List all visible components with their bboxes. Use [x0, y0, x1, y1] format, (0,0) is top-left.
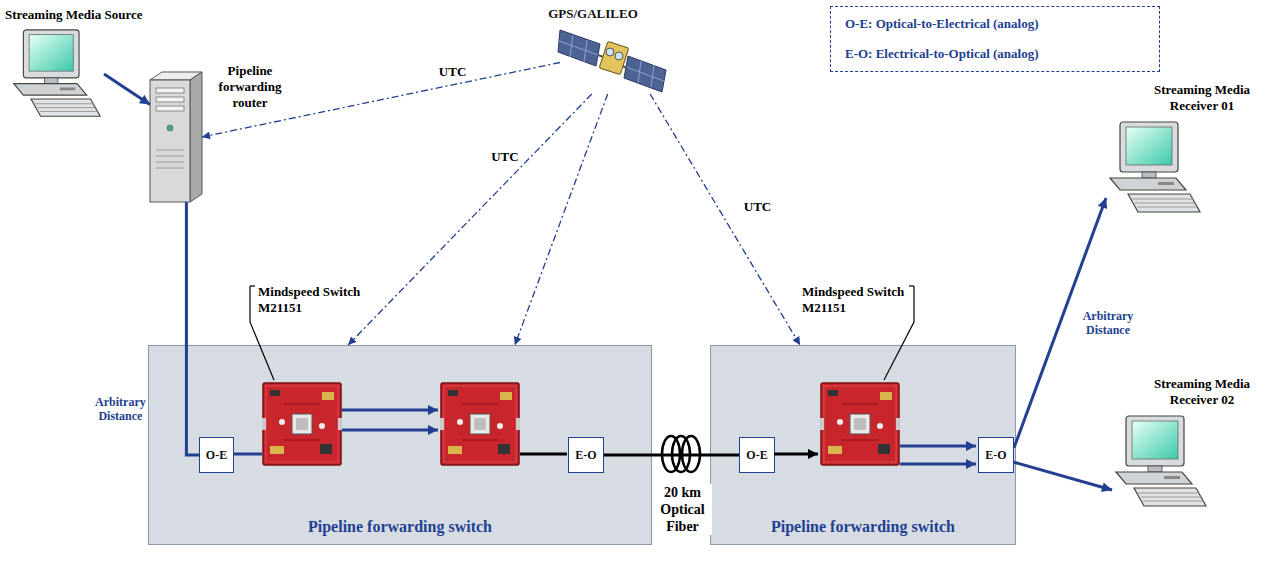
- signal-connector: [186, 202, 199, 455]
- legend-text: O-E: Optical-to-Electrical (analog): [845, 16, 1039, 32]
- switch-board: [820, 383, 900, 465]
- computer-icon: [14, 30, 100, 116]
- node-label: E-O: [575, 448, 596, 462]
- satellite-icon: GPS/GALILEO: [560, 24, 666, 94]
- legend-text: E-O: Electrical-to-Optical (analog): [845, 46, 1039, 62]
- signal-connector: [104, 74, 150, 105]
- time-sync-line: [515, 94, 608, 345]
- computer-icon: Streaming Media Source: [8, 26, 104, 122]
- node-label: GPS/GALILEO: [523, 6, 663, 22]
- converter-box: O-E: [199, 437, 234, 473]
- node-label: O-E: [206, 448, 227, 462]
- callout-label: Mindspeed Switch M21151: [258, 284, 370, 316]
- node-label: Streaming Media Receiver 02: [1142, 376, 1262, 408]
- satellite-icon: [558, 30, 666, 92]
- node-label: Pipeline forwarding switch: [149, 517, 651, 536]
- node-label: Streaming Media Receiver 01: [1142, 82, 1262, 114]
- signal-wire: [520, 453, 567, 456]
- node-label: Streaming Media Source: [5, 7, 142, 23]
- signal-wire: [233, 453, 262, 456]
- server-icon: [150, 72, 202, 202]
- converter-box: E-O: [978, 437, 1014, 473]
- switch-box: Pipeline forwarding switch O-E E-O: [148, 345, 652, 545]
- edge-label: Arbitrary Distance: [92, 395, 148, 423]
- leader-line: [250, 285, 255, 286]
- edge-label: UTC: [739, 199, 777, 215]
- edge-label: 20 km Optical Fiber: [654, 484, 712, 535]
- computer-icon: Streaming Media Receiver 02: [1112, 412, 1208, 512]
- node-label: Pipeline forwarding switch: [711, 517, 1015, 536]
- node-label: E-O: [985, 448, 1006, 462]
- leader-line: [884, 286, 914, 380]
- leader-line: [909, 285, 914, 286]
- node-label: O-E: [746, 448, 767, 462]
- converter-box: O-E: [739, 437, 775, 473]
- edge-label: UTC: [433, 64, 473, 80]
- legend-item: E-O: Electrical-to-Optical (analog): [845, 46, 1145, 62]
- router-icon: Pipeline forwarding router: [150, 72, 202, 202]
- signal-arrow: [900, 463, 976, 466]
- edge-label: Arbitrary Distance: [1077, 309, 1139, 337]
- signal-connector: [604, 454, 739, 457]
- time-sync-line: [202, 63, 560, 138]
- legend-item: O-E: Optical-to-Electrical (analog): [845, 16, 1145, 32]
- converter-box: E-O: [568, 437, 604, 473]
- computer-icon: Streaming Media Receiver 01: [1106, 118, 1202, 218]
- signal-arrow: [342, 409, 438, 412]
- time-sync-line: [650, 94, 800, 345]
- signal-arrow: [774, 453, 818, 456]
- signal-connector: [1014, 462, 1112, 490]
- switch-board: [440, 383, 520, 465]
- node-label: Pipeline forwarding router: [208, 63, 292, 111]
- time-sync-line: [348, 94, 592, 345]
- edge-label: UTC: [486, 149, 524, 165]
- signal-arrow: [342, 429, 438, 432]
- computer-icon: [1116, 416, 1206, 506]
- switch-board: [262, 383, 342, 465]
- legend-box: O-E: Optical-to-Electrical (analog) E-O: …: [830, 6, 1160, 72]
- fiber-coil: [662, 436, 700, 472]
- signal-arrow: [900, 445, 976, 448]
- callout-label: Mindspeed Switch M21151: [802, 284, 910, 316]
- computer-icon: [1110, 122, 1200, 212]
- switch-box: Pipeline forwarding switch O-E E-O: [710, 345, 1016, 545]
